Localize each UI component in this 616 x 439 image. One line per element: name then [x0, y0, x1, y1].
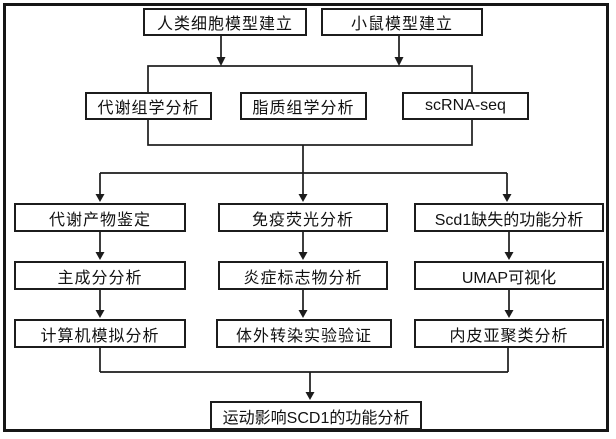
node-immunofluorescence: 免疫荧光分析: [218, 203, 388, 232]
node-lipidomics: 脂质组学分析: [240, 92, 367, 120]
node-computer-simulation: 计算机模拟分析: [14, 319, 186, 348]
arrowhead: [502, 194, 512, 202]
node-metabolite-identification: 代谢产物鉴定: [14, 203, 186, 232]
arrowhead: [95, 310, 105, 318]
node-umap-visualization: UMAP可视化: [414, 261, 604, 290]
arrowhead: [394, 57, 404, 66]
arrowhead: [305, 392, 315, 400]
node-in-vitro-transfection: 体外转染实验验证: [216, 319, 392, 348]
node-endothelial-subcluster: 内皮亚聚类分析: [414, 319, 604, 348]
arrowhead: [95, 252, 105, 260]
outer-border-frame: [3, 3, 609, 432]
node-scrna-seq: scRNA-seq: [402, 92, 529, 120]
node-mouse-model: 小鼠模型建立: [321, 8, 483, 36]
node-scd1-loss-function: Scd1缺失的功能分析: [414, 203, 604, 232]
arrowhead: [298, 310, 308, 318]
arrowhead: [95, 194, 105, 202]
node-exercise-scd1-function: 运动影响SCD1的功能分析: [210, 401, 422, 430]
node-human-cell-model: 人类细胞模型建立: [143, 8, 307, 36]
node-inflammation-markers: 炎症标志物分析: [218, 261, 388, 290]
arrowhead: [216, 57, 226, 66]
node-metabolomics: 代谢组学分析: [85, 92, 212, 120]
arrowhead: [504, 252, 514, 260]
arrowhead: [298, 194, 308, 202]
arrowhead: [298, 252, 308, 260]
node-principal-component: 主成分分析: [14, 261, 186, 290]
arrowhead: [504, 310, 514, 318]
